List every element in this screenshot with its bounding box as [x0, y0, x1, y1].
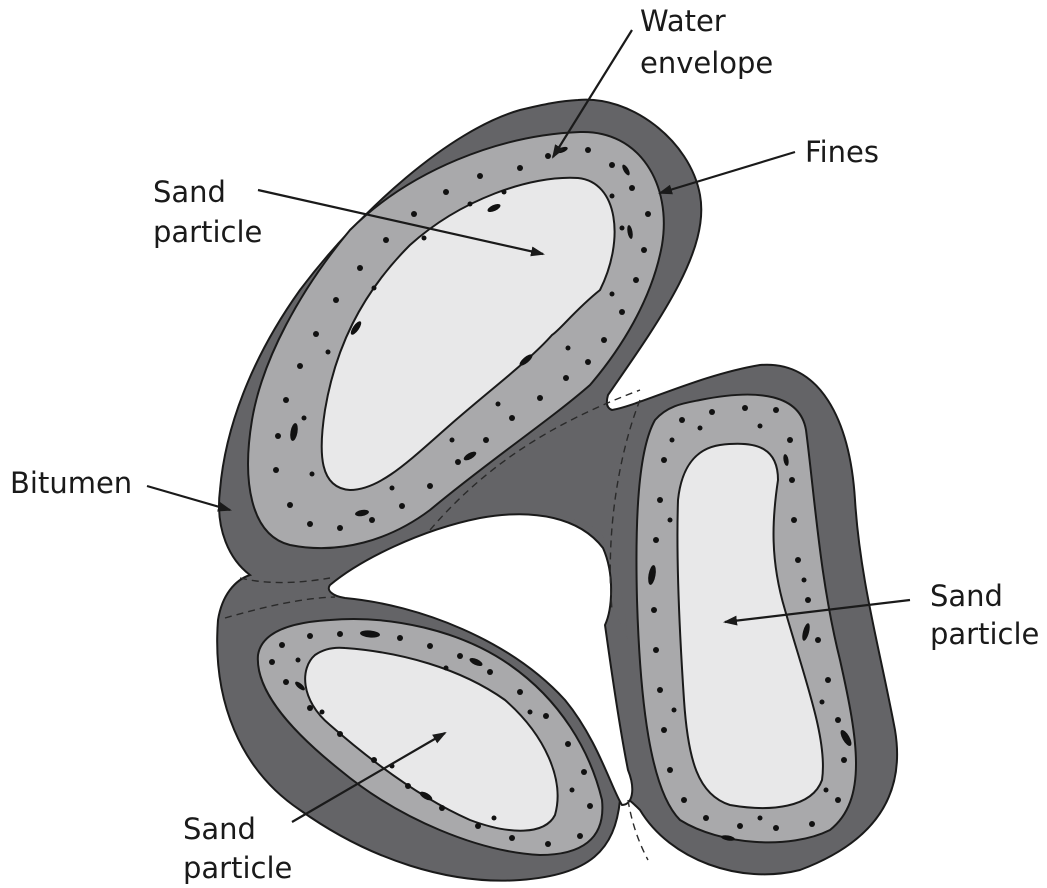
sand-top-label-line1: Sand	[153, 175, 226, 209]
sand-bottom-label: Sand particle	[183, 812, 292, 885]
sand-top-label: Sand particle	[153, 175, 262, 249]
water-envelope-label-line1: Water	[640, 4, 726, 38]
water-envelope-label: Water envelope	[640, 4, 773, 80]
sand-right-label: Sand particle	[930, 579, 1039, 651]
bitumen-label: Bitumen	[10, 466, 132, 500]
sand-right-label-line1: Sand	[930, 579, 1003, 613]
fines-label: Fines	[805, 135, 879, 169]
sand-bottom-label-line2: particle	[183, 851, 292, 885]
sand-right-label-line2: particle	[930, 617, 1039, 651]
water-envelope-label-line2: envelope	[640, 46, 773, 80]
sand-top-label-line2: particle	[153, 215, 262, 249]
bitumen-arrow	[147, 486, 230, 510]
sand-bottom-label-line1: Sand	[183, 812, 256, 846]
